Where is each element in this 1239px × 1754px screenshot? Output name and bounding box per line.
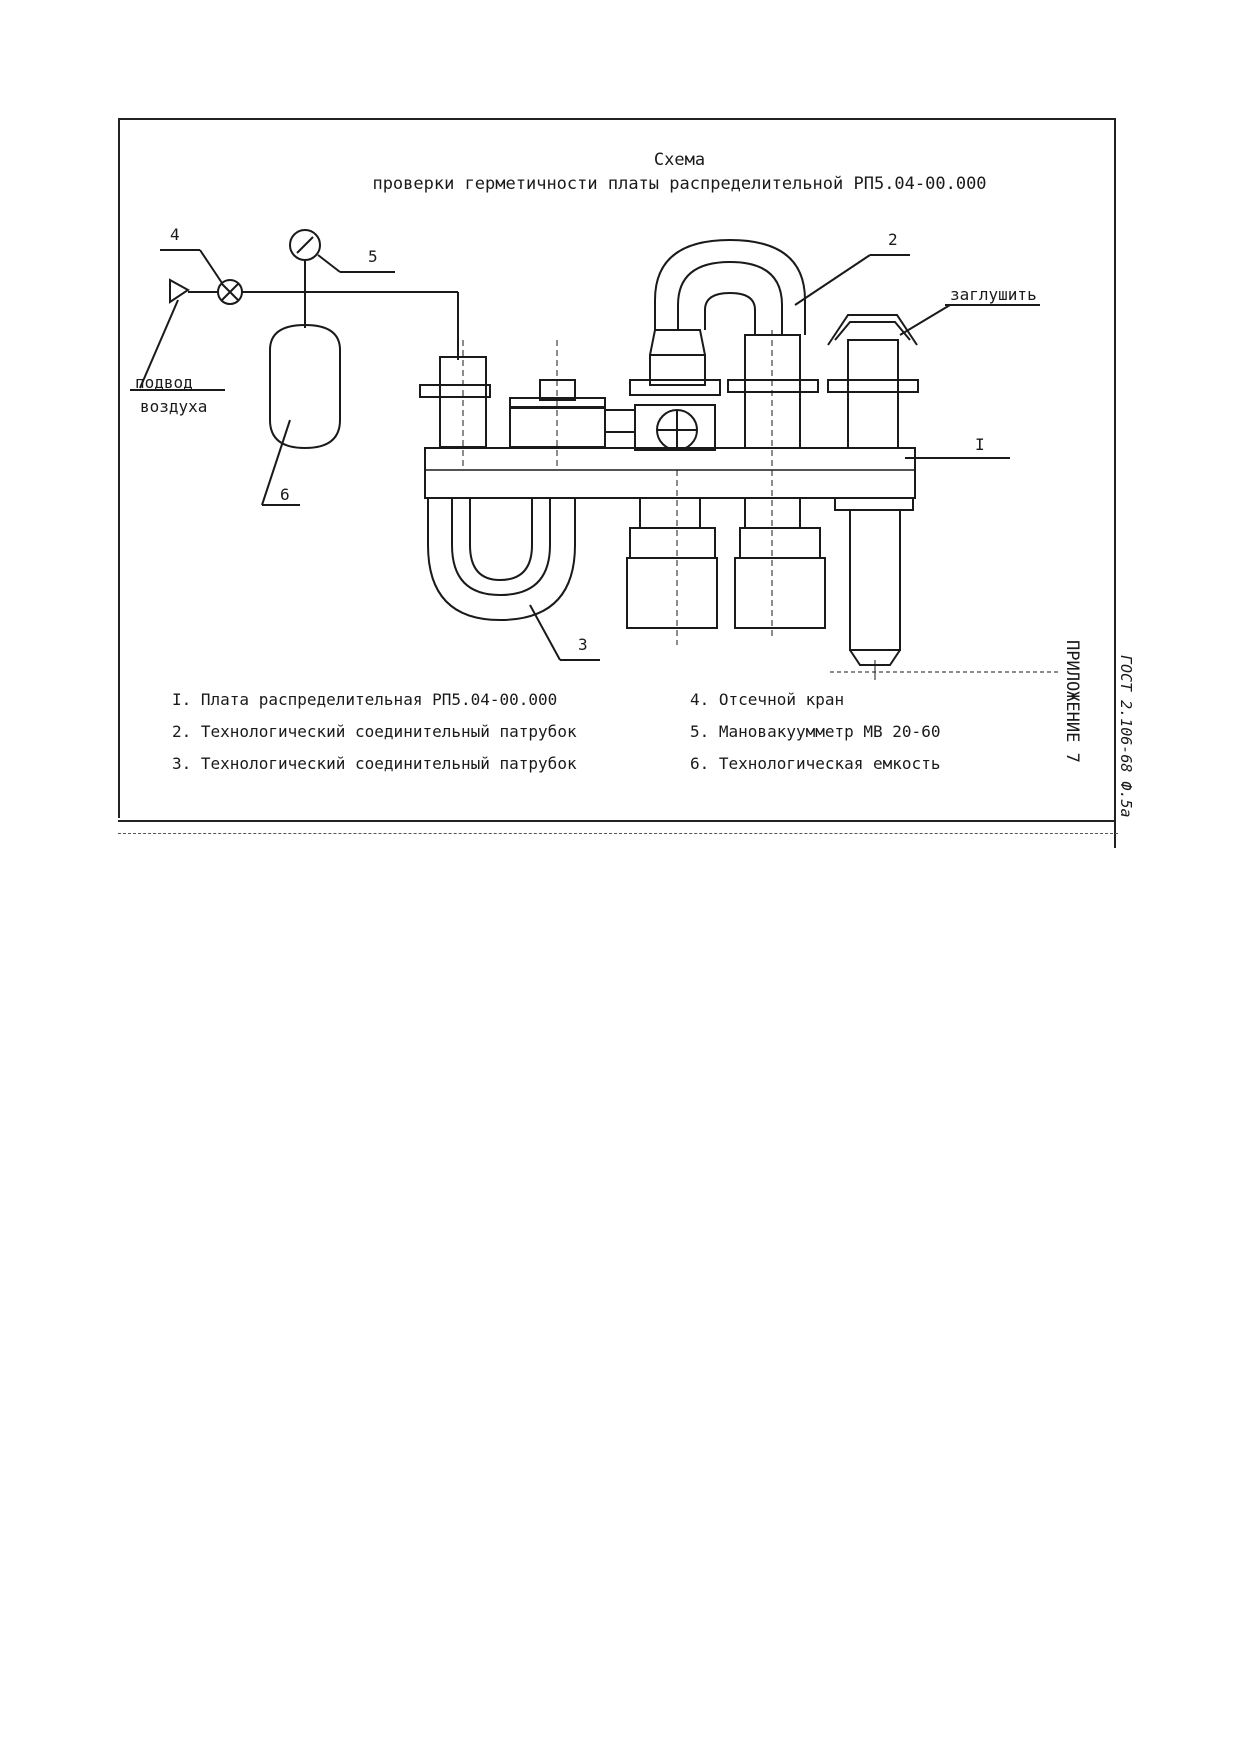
label-2: 2 — [888, 230, 898, 249]
legend-item-2: 2. Технологический соединительный патруб… — [172, 722, 577, 741]
plug-fitting-body — [847, 339, 899, 449]
diagram-subtitle: проверки герметичности платы распределит… — [372, 174, 987, 194]
legend-item-6: 6. Технологическая емкость — [690, 754, 941, 773]
nozzle-body — [849, 509, 901, 651]
valve-cap-2 — [649, 354, 706, 386]
lower-block-a-base — [626, 557, 718, 629]
connector-pipe-3-outer — [427, 498, 576, 622]
label-3-leader — [529, 604, 561, 661]
label-3: 3 — [578, 635, 588, 654]
air-label-line1: подвод — [135, 373, 193, 392]
fitting-left-body — [439, 356, 487, 448]
label-4: 4 — [170, 225, 180, 244]
center-link — [604, 409, 636, 433]
label-5: 5 — [368, 247, 378, 266]
distribution-plate — [424, 447, 916, 499]
legend-item-5: 5. Мановакуумметр МВ 20-60 — [690, 722, 941, 741]
process-tank — [269, 323, 341, 450]
connector-pipe-2-outer — [654, 238, 806, 335]
fitting-left-cap — [419, 384, 491, 398]
valve-housing — [634, 404, 716, 451]
connector-pipe-3-center — [469, 498, 533, 582]
plug-cap — [834, 321, 911, 341]
legend-item-1: I. Плата распределительная РП5.04-00.000 — [172, 690, 558, 709]
frame-bottom-border — [118, 820, 1114, 822]
frame-left-border — [118, 118, 120, 818]
diagram-title: Схема — [653, 150, 706, 170]
connector-pipe-3-inner — [451, 498, 551, 597]
valve-cap-1 — [629, 379, 721, 396]
connector-pipe-2-inner — [677, 260, 783, 335]
connector-pipe-2-center — [704, 291, 756, 335]
lower-block-a-neck — [639, 497, 701, 529]
valve-cross-b — [221, 283, 239, 301]
plug-label: заглушить — [950, 285, 1037, 304]
valve-leader — [199, 249, 223, 284]
gost-label: ГОСТ 2.106-68 Ф.5а — [1117, 655, 1135, 818]
plug-fitting-collar — [827, 379, 919, 393]
legend-item-3: 3. Технологический соединительный патруб… — [172, 754, 577, 773]
valve-cap-top — [649, 329, 706, 356]
fitting-right-cap — [727, 379, 819, 393]
appendix-label: ПРИЛОЖЕНИЕ 7 — [1062, 640, 1082, 763]
lower-block-b — [739, 527, 821, 559]
nozzle-collar — [834, 497, 914, 511]
label-2-leader — [794, 254, 871, 306]
tank-leader — [261, 419, 291, 506]
legend-item-4: 4. Отсечной кран — [690, 690, 845, 709]
air-leader — [139, 299, 179, 389]
frame-top-border — [118, 118, 1116, 120]
air-inlet-nozzle — [169, 278, 190, 304]
label-1: I — [975, 435, 985, 454]
plug-leader — [899, 304, 951, 336]
air-label-line2: воздуха — [140, 397, 207, 416]
lower-block-b-base — [734, 557, 826, 629]
center-block-top — [509, 397, 606, 409]
lower-block-a — [629, 527, 716, 559]
label-6: 6 — [280, 485, 290, 504]
frame-right-border — [1114, 118, 1116, 848]
gauge-leader — [317, 254, 341, 273]
gauge-needle — [296, 236, 314, 254]
frame-bottom-dashed — [118, 833, 1118, 835]
